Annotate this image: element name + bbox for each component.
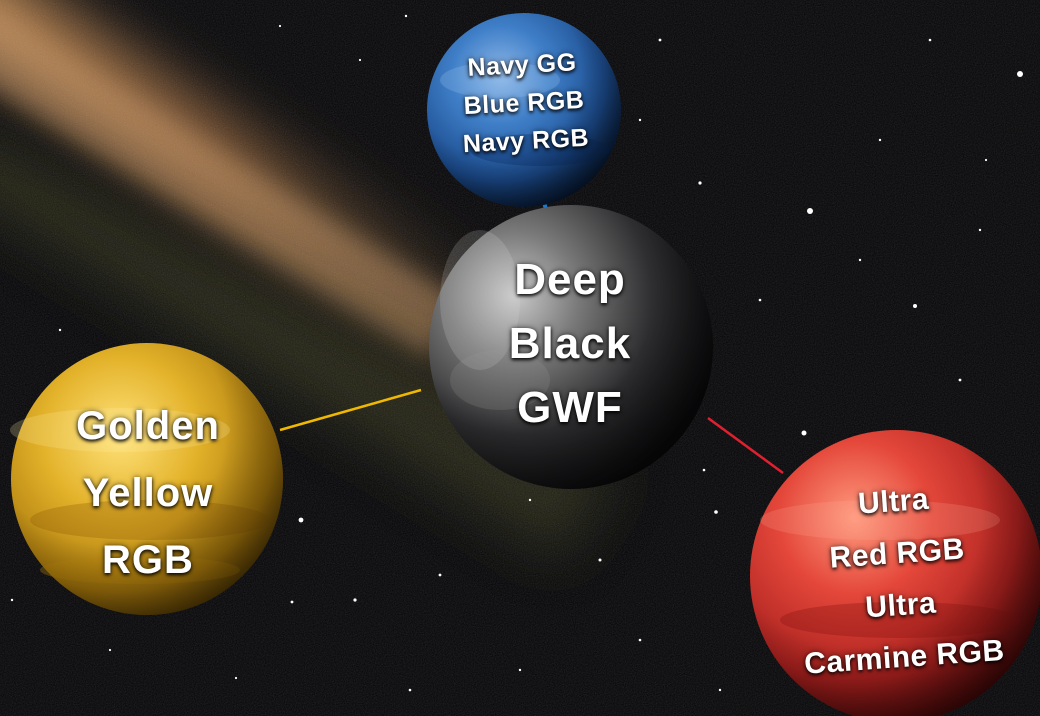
black-label-line: Black: [508, 319, 632, 368]
gold-label-line: Golden: [76, 404, 220, 448]
black-planet-label: Deep Black GWF: [450, 248, 690, 440]
navy-planet: [427, 13, 621, 207]
star-field: [10, 14, 1023, 692]
red-connector-line: [707, 416, 784, 475]
gold-planet: [10, 343, 283, 615]
gold-label-line: Yellow: [82, 471, 214, 515]
black-label-line: Deep: [514, 255, 626, 304]
red-planet: [750, 430, 1040, 716]
gold-label-line: RGB: [102, 538, 194, 582]
red-planet-label: Ultra Red RGB Ultra Carmine RGB: [761, 467, 1037, 693]
black-label-line: GWF: [517, 383, 623, 432]
gold-planet-label: Golden Yellow RGB: [28, 393, 268, 594]
gold-connector-line: [279, 388, 422, 432]
navy-planet-label: Navy GG Blue RGB Navy RGB: [427, 41, 621, 165]
black-planet: [429, 205, 713, 489]
